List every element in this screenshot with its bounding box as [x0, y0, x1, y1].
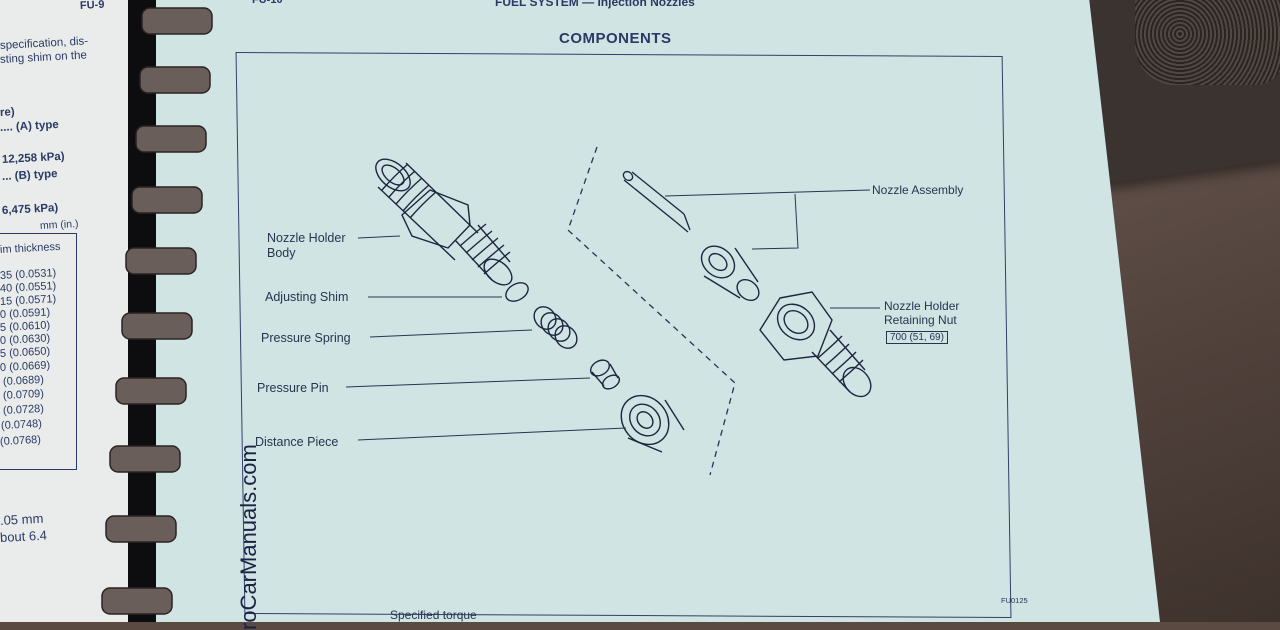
right-page-number: FU-10: [252, 0, 283, 6]
bottom-text: Specified torque: [390, 608, 477, 622]
label-pressure-spring: Pressure Spring: [261, 331, 351, 345]
torque-spec-box: 700 (51, 69): [886, 331, 948, 344]
adjusting-shim-drawing: [505, 282, 529, 302]
nozzle-body-drawing: [700, 245, 760, 302]
spiral-binding: [101, 0, 213, 622]
nozzle-needle-drawing: [622, 170, 691, 233]
page-header: FUEL SYSTEM — Injection Nozzles: [495, 0, 695, 9]
distance-piece-drawing: [620, 394, 685, 453]
label-nozzle-holder-body-text: Nozzle Holder Body: [267, 231, 346, 260]
label-nozzle-holder-body: Nozzle Holder Body: [267, 231, 346, 261]
nozzle-holder-body-drawing: [375, 158, 513, 286]
label-adjusting-shim: Adjusting Shim: [265, 290, 349, 304]
retaining-nut-drawing: [759, 291, 872, 398]
watermark: roCarManuals.com: [236, 444, 261, 630]
figure-id: FU0125: [1001, 596, 1028, 605]
group-dashed-outline: [567, 146, 736, 476]
pressure-pin-drawing: [589, 359, 621, 390]
shim-table-box: [0, 233, 77, 470]
right-page: [150, 0, 1160, 622]
label-distance-piece: Distance Piece: [255, 435, 339, 449]
label-retaining-nut: Nozzle Holder Retaining Nut: [884, 299, 960, 327]
leader-lines: [345, 189, 880, 441]
section-title: COMPONENTS: [559, 30, 672, 47]
pressure-spring-drawing: [533, 306, 578, 349]
label-nozzle-assembly: Nozzle Assembly: [872, 183, 964, 197]
mat-texture: [1135, 0, 1280, 85]
label-pressure-pin: Pressure Pin: [257, 381, 329, 395]
